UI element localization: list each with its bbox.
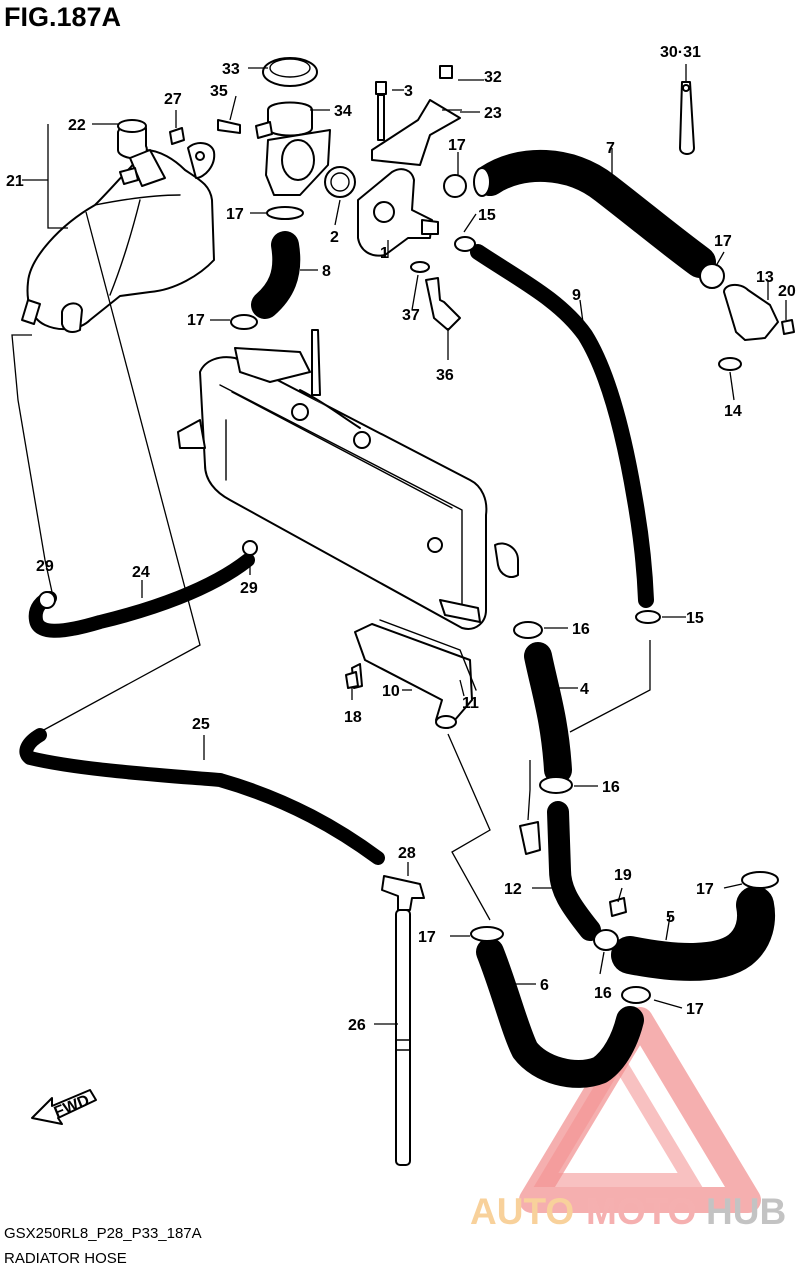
fitting-13 <box>718 284 795 371</box>
callout-24: 24 <box>132 564 150 581</box>
fwd-label: FWD <box>52 1092 92 1121</box>
callout-11: 11 <box>462 695 479 712</box>
radiator <box>177 329 519 630</box>
outlet-pipe-10 <box>351 619 477 729</box>
callout-7: 7 <box>606 140 615 157</box>
callout-26: 26 <box>348 1017 366 1034</box>
overflow-hose-25 <box>19 728 385 865</box>
callout-1: 1 <box>380 245 389 262</box>
callout-18: 18 <box>344 709 362 726</box>
callout-36: 36 <box>436 367 454 384</box>
callout-32: 32 <box>484 69 502 86</box>
callout-17-g: 17 <box>686 1001 704 1018</box>
callout-20: 20 <box>778 283 796 300</box>
clamp-group <box>38 174 779 1004</box>
callout-29-right: 29 <box>240 580 258 597</box>
callout-16-middle: 16 <box>602 779 620 796</box>
fwd-arrow: FWD <box>31 1089 97 1125</box>
figure-title: FIG.187A <box>4 2 122 32</box>
callout-13: 13 <box>756 269 774 286</box>
water-pipe-12 <box>519 801 601 941</box>
overflow-hose-24 <box>28 553 255 638</box>
callout-21: 21 <box>6 173 24 190</box>
t-joint-28 <box>381 875 425 911</box>
leader-lines <box>11 64 787 1025</box>
callout-17-e: 17 <box>696 881 714 898</box>
callout-14: 14 <box>724 403 742 420</box>
callout-6: 6 <box>540 977 549 994</box>
hose-6 <box>476 938 644 1088</box>
watermark-logo: AUTO MOTO HUB <box>470 1007 786 1232</box>
callout-37: 37 <box>402 307 420 324</box>
hose-8 <box>251 231 301 319</box>
watermark-hub: HUB <box>706 1191 786 1232</box>
hose-7 <box>473 149 716 278</box>
callout-8: 8 <box>322 263 331 280</box>
drawing-code: GSX250RL8_P28_P33_187A <box>4 1225 202 1242</box>
reservoir-tank <box>21 119 216 333</box>
hose-bracket-30-31 <box>679 81 695 155</box>
callout-29-left: 29 <box>36 558 54 575</box>
callout-28: 28 <box>398 845 416 862</box>
callout-19: 19 <box>614 867 632 884</box>
callout-3: 3 <box>404 83 413 100</box>
bolt-group <box>169 65 627 917</box>
watermark-auto: AUTO <box>470 1191 574 1232</box>
callout-35: 35 <box>210 83 228 100</box>
callout-2: 2 <box>330 229 339 246</box>
callout-22: 22 <box>68 117 86 134</box>
callout-17-b: 17 <box>187 312 205 329</box>
callout-23: 23 <box>484 105 502 122</box>
callout-10: 10 <box>382 683 400 700</box>
drain-hose-26 <box>395 909 411 1166</box>
callout-17-c: 17 <box>448 137 466 154</box>
callout-5: 5 <box>666 909 675 926</box>
callout-16-lower: 16 <box>594 985 612 1002</box>
hose-5 <box>611 886 776 981</box>
callout-15-top: 15 <box>478 207 496 224</box>
callout-labels: 1 2 3 4 5 6 7 8 9 10 11 12 13 14 15 15 1… <box>6 44 796 1034</box>
thermostat-housing <box>324 94 461 257</box>
callout-25: 25 <box>192 716 210 733</box>
callout-17-a: 17 <box>226 206 244 223</box>
callout-17-f: 17 <box>418 929 436 946</box>
callout-9: 9 <box>572 287 581 304</box>
figure-name: RADIATOR HOSE <box>4 1250 127 1267</box>
callout-4: 4 <box>580 681 589 698</box>
temperature-sensor <box>410 261 461 331</box>
callout-27: 27 <box>164 91 182 108</box>
callout-17-d: 17 <box>714 233 732 250</box>
callout-12: 12 <box>504 881 522 898</box>
watermark-moto: MOTO <box>586 1191 696 1232</box>
callout-33: 33 <box>222 61 240 78</box>
hose-9 <box>470 244 654 608</box>
callout-34: 34 <box>334 103 352 120</box>
callout-15-bottom: 15 <box>686 610 704 627</box>
callout-16-upper: 16 <box>572 621 590 638</box>
hose-4 <box>524 642 572 784</box>
callout-30-31: 30·31 <box>660 44 701 61</box>
filler-neck <box>217 57 331 196</box>
